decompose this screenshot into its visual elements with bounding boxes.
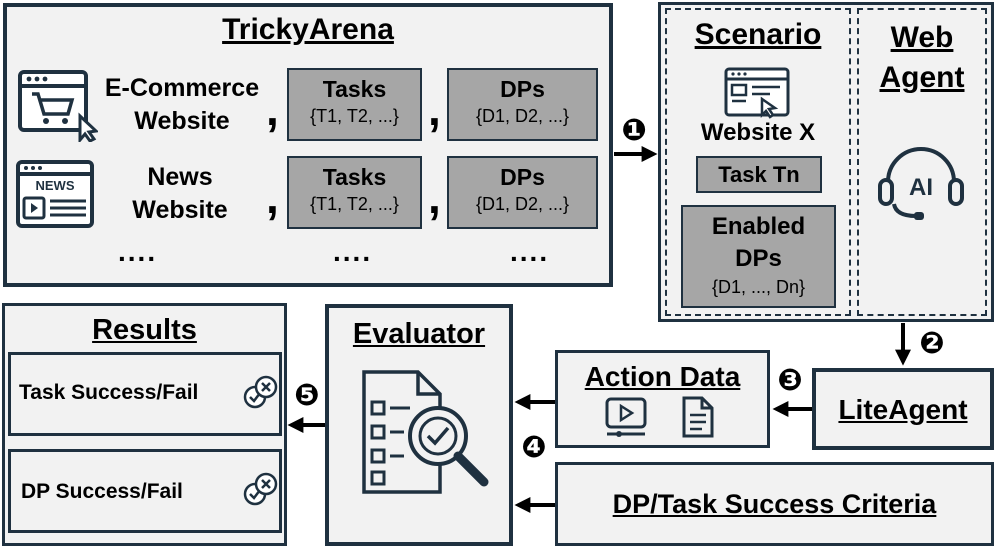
dps-set: {D1, D2, ...} [475, 106, 570, 126]
comma-2: , [428, 83, 441, 135]
evaluator-checklist-magnifier-icon [362, 370, 489, 494]
ai-headset-icon: AI [878, 147, 964, 220]
tasks-box-news: Tasks {T1, T2, ...} [287, 156, 422, 229]
ai-icon-label: AI [909, 174, 933, 201]
news-icon-label: NEWS [36, 178, 75, 193]
website-window-icon [724, 67, 790, 119]
dps-box-ecommerce: DPs {D1, D2, ...} [447, 68, 598, 141]
document-icon [682, 396, 714, 438]
ellipsis-dps: .... [510, 236, 550, 267]
step-badge-3: ❸ [777, 364, 803, 397]
dps-label: DPs [500, 76, 545, 102]
tasks-label: Tasks [322, 76, 387, 102]
action-data-title: Action Data [584, 361, 741, 392]
step-badge-2: ❷ [919, 327, 945, 360]
web-agent-line1: Web [890, 21, 954, 54]
ellipsis-tasks: .... [333, 236, 373, 267]
evaluator-title: Evaluator [352, 318, 486, 350]
ecommerce-website-label: E-Commerce Website [94, 72, 270, 138]
scenario-panel [665, 8, 851, 316]
web-agent-panel [857, 8, 987, 316]
enabled-dps-box: Enabled DPs {D1, ..., Dn} [681, 205, 836, 308]
results-title: Results [92, 314, 197, 346]
scenario-title: Scenario [694, 18, 822, 51]
tasks-set: {T1, T2, ...} [310, 106, 399, 126]
task-result-label: Task Success/Fail [19, 381, 199, 404]
success-criteria-box: DP/Task Success Criteria [555, 462, 994, 546]
action-data-panel: Action Data [555, 350, 770, 448]
video-icon [605, 397, 647, 437]
tasks-box-ecommerce: Tasks {T1, T2, ...} [287, 68, 422, 141]
comma-1: , [266, 83, 279, 135]
website-x-label: Website X [700, 119, 816, 146]
enabled-set: {D1, ..., Dn} [711, 277, 806, 297]
success-fail-icon [243, 472, 278, 506]
enabled-line1: Enabled [711, 213, 806, 240]
dps-box-news: DPs {D1, D2, ...} [447, 156, 598, 229]
step-badge-5: ❺ [294, 379, 320, 412]
web-agent-title: Web Agent [859, 18, 985, 98]
dp-result-label: DP Success/Fail [21, 480, 183, 503]
web-agent-line2: Agent [879, 61, 965, 94]
dps-label: DPs [500, 164, 545, 190]
dp-result-box: DP Success/Fail [8, 449, 282, 533]
step-badge-4: ❹ [521, 431, 547, 464]
task-result-box: Task Success/Fail [8, 352, 282, 436]
news-line1: News [147, 163, 213, 191]
task-tn-box: Task Tn [696, 156, 822, 193]
comma-4: , [428, 171, 441, 223]
comma-3: , [266, 171, 279, 223]
ellipsis-sites: .... [118, 236, 158, 267]
tasks-set: {T1, T2, ...} [310, 194, 399, 214]
news-website-icon: NEWS [16, 160, 94, 228]
trickyarena-title: TrickyArena [222, 13, 394, 46]
trickyarena-panel: TrickyArena [3, 3, 613, 287]
enabled-line2: DPs [735, 245, 782, 272]
news-website-label: News Website [100, 161, 260, 227]
ecommerce-line1: E-Commerce [104, 74, 260, 102]
dps-set: {D1, D2, ...} [475, 194, 570, 214]
ecommerce-line2: Website [134, 107, 230, 135]
liteagent-box: LiteAgent [812, 368, 994, 450]
step-badge-1: ❶ [621, 114, 647, 147]
news-line2: Website [132, 196, 228, 224]
success-fail-icon [243, 375, 278, 409]
ecommerce-website-icon [18, 70, 98, 142]
tasks-label: Tasks [322, 164, 387, 190]
